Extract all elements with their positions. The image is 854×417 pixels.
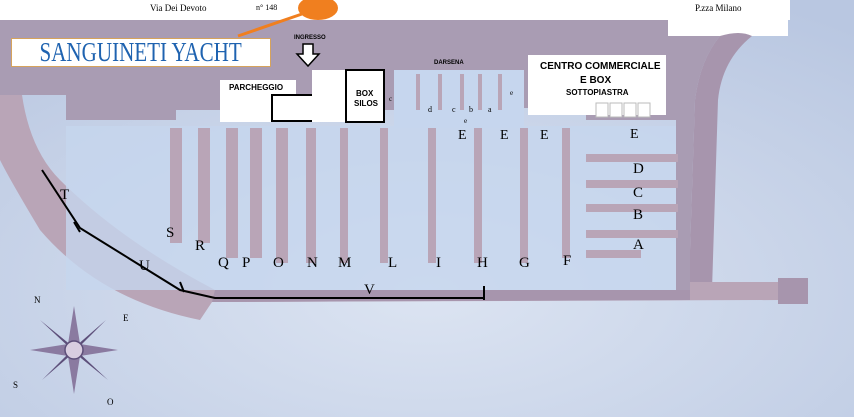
brand-title: SANGUINETI YACHT	[39, 37, 243, 67]
pier-label: A	[633, 237, 644, 253]
darsena-letter: d	[428, 105, 432, 114]
pier-label: D	[633, 161, 644, 177]
pier-label: C	[633, 185, 644, 201]
road-strip	[0, 0, 790, 20]
pier-label: E	[630, 127, 639, 142]
street-right: P.zza Milano	[695, 3, 742, 13]
pier-label: G	[519, 255, 530, 271]
pier-label: E	[540, 128, 549, 143]
pier-label: B	[633, 207, 644, 223]
pier-label: L	[388, 255, 398, 271]
pier-label: N	[307, 255, 318, 271]
mall-label-2: E BOX	[580, 75, 612, 86]
compass-rose-icon	[30, 306, 118, 394]
parking-block	[271, 94, 315, 122]
brand-logo: SANGUINETI YACHT	[11, 37, 271, 67]
darsena-basin	[394, 70, 524, 128]
pier-label: E	[458, 128, 467, 143]
pier-label: S	[166, 225, 175, 241]
entrance-block	[312, 70, 348, 122]
darsena-letter: b	[469, 105, 473, 114]
pier-label: F	[563, 253, 572, 269]
darsena-letter: c	[452, 105, 456, 114]
pier-label: M	[338, 255, 352, 271]
pier-label: Q	[218, 255, 229, 271]
pier-label: H	[477, 255, 488, 271]
pier-label: V	[364, 282, 375, 298]
pier-label: T	[60, 187, 70, 203]
compass-east: E	[123, 313, 129, 323]
street-left: Via Dei Devoto	[150, 3, 207, 13]
entrance-arrow-icon	[295, 43, 321, 68]
piers	[170, 128, 570, 263]
pier-label: I	[436, 255, 441, 271]
mall-label-3: SOTTOPIASTRA	[566, 88, 629, 97]
pier-label: E	[500, 128, 509, 143]
parking-label: PARCHEGGIO	[229, 83, 284, 92]
box-silos-label-2: SILOS	[354, 99, 379, 108]
box-silos-label-1: BOX	[356, 89, 374, 98]
darsena-letter: c	[389, 95, 393, 103]
entrance-label: INGRESSO	[294, 35, 326, 41]
location-marker-icon	[298, 0, 338, 20]
pier-label: O	[273, 255, 284, 271]
inner-basin	[66, 126, 676, 290]
pier-label: R	[195, 238, 206, 254]
east-breakwater	[690, 33, 752, 290]
darsena-letter: e	[464, 117, 468, 125]
box-silos-block	[345, 69, 385, 123]
darsena-letter: e	[510, 89, 514, 97]
compass-south: S	[13, 380, 19, 390]
compass-north: N	[34, 295, 41, 305]
mall-label-1: CENTRO COMMERCIALE	[540, 61, 661, 72]
street-number: n° 148	[256, 3, 278, 12]
compass-west: O	[107, 397, 114, 407]
darsena-label: DARSENA	[434, 60, 464, 66]
pier-label: U	[139, 258, 150, 274]
outer-mole	[0, 95, 806, 320]
pier-label: P	[242, 255, 251, 271]
darsena-letter: a	[488, 105, 492, 114]
